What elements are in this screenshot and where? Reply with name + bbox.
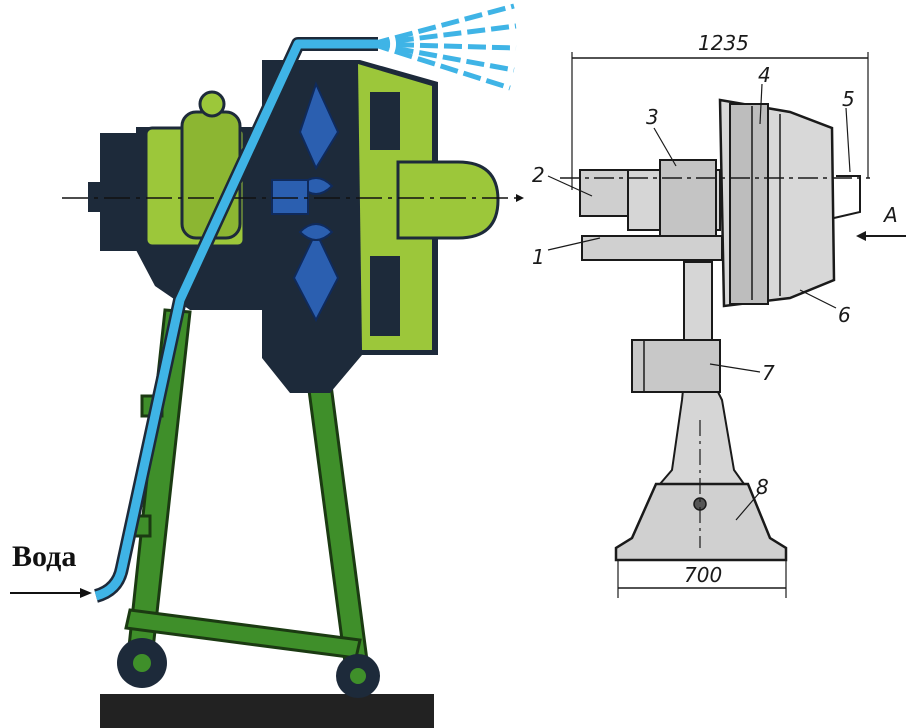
- motor-shaft: [88, 182, 102, 212]
- oil-cap: [198, 90, 226, 118]
- water-spray: [371, 3, 517, 91]
- callout-6: 6: [838, 303, 851, 327]
- support-arm: [581, 235, 723, 261]
- callout-2: 2: [532, 163, 545, 187]
- rotation-drive: [631, 339, 721, 393]
- callout-numbers: 1 2 3 4 5 6 7 8: [532, 63, 855, 499]
- stand-frame: [124, 308, 370, 672]
- callout-5: 5: [842, 87, 855, 111]
- fan-sprayer-figure: Вода: [10, 3, 524, 728]
- nose-cone: [396, 160, 500, 240]
- callout-8: 8: [756, 475, 769, 499]
- ground-base: [100, 694, 434, 728]
- callout-1: 1: [532, 245, 545, 269]
- dimension-top: 1235: [698, 31, 749, 55]
- panel-window-top: [370, 92, 400, 150]
- technical-drawing: 1235 700 A: [547, 31, 906, 598]
- dimension-bottom: 700: [684, 563, 722, 587]
- panel-window-bottom: [370, 256, 400, 336]
- view-label: A: [882, 203, 898, 227]
- callout-4: 4: [758, 63, 771, 87]
- callout-3: 3: [646, 105, 659, 129]
- callout-7: 7: [762, 361, 775, 385]
- pump-unit: [579, 169, 629, 217]
- motor-end-cap: [100, 133, 142, 251]
- fan-hub: [271, 179, 309, 215]
- wheels: [117, 638, 380, 698]
- water-inlet-label: Вода: [12, 540, 76, 573]
